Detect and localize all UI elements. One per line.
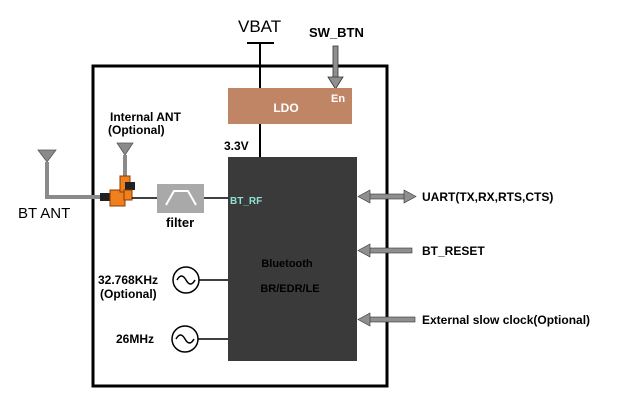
internal-ant-label: Internal ANT (110, 110, 182, 124)
ldo-label: LDO (273, 101, 298, 115)
slow-clock-label: External slow clock(Optional) (422, 313, 590, 327)
slow-clock-arrow (357, 312, 416, 327)
sw-btn-label: SW_BTN (309, 25, 364, 40)
uart-label: UART(TX,RX,RTS,CTS) (422, 190, 553, 204)
bt-reset-label: BT_RESET (422, 244, 485, 258)
bt-reset-arrow (357, 243, 413, 258)
sw-btn-arrow (327, 45, 344, 90)
crystal-32k-label: 32.768KHz (98, 273, 158, 287)
uart-bidirectional-arrow (357, 189, 417, 204)
rf-switch-connector (100, 175, 135, 207)
crystal-26m-label: 26MHz (116, 332, 154, 346)
bt-rf-label: BT_RF (230, 196, 262, 207)
ldo-en-label: En (331, 93, 345, 105)
rail-label: 3.3V (224, 139, 249, 153)
internal-antenna-icon (116, 142, 134, 182)
filter-label: filter (166, 215, 194, 230)
bluetooth-mode-label: BR/EDR/LE (260, 283, 319, 295)
bluetooth-chip (228, 157, 357, 361)
bandpass-icon (165, 190, 197, 206)
external-antenna-icon (37, 149, 101, 199)
module-outline (91, 64, 389, 388)
bluetooth-label: Bluetooth (261, 258, 313, 270)
crystal-26m-icon (171, 325, 199, 353)
ldo-block (228, 88, 352, 124)
filter-block (157, 184, 204, 213)
crystal-32k-optional-label: (Optional) (100, 287, 157, 301)
vbat-label: VBAT (238, 17, 281, 36)
bt-ant-label: BT ANT (18, 205, 70, 222)
crystal-32k-icon (172, 266, 200, 294)
internal-ant-optional-label: (Optional) (108, 123, 165, 137)
